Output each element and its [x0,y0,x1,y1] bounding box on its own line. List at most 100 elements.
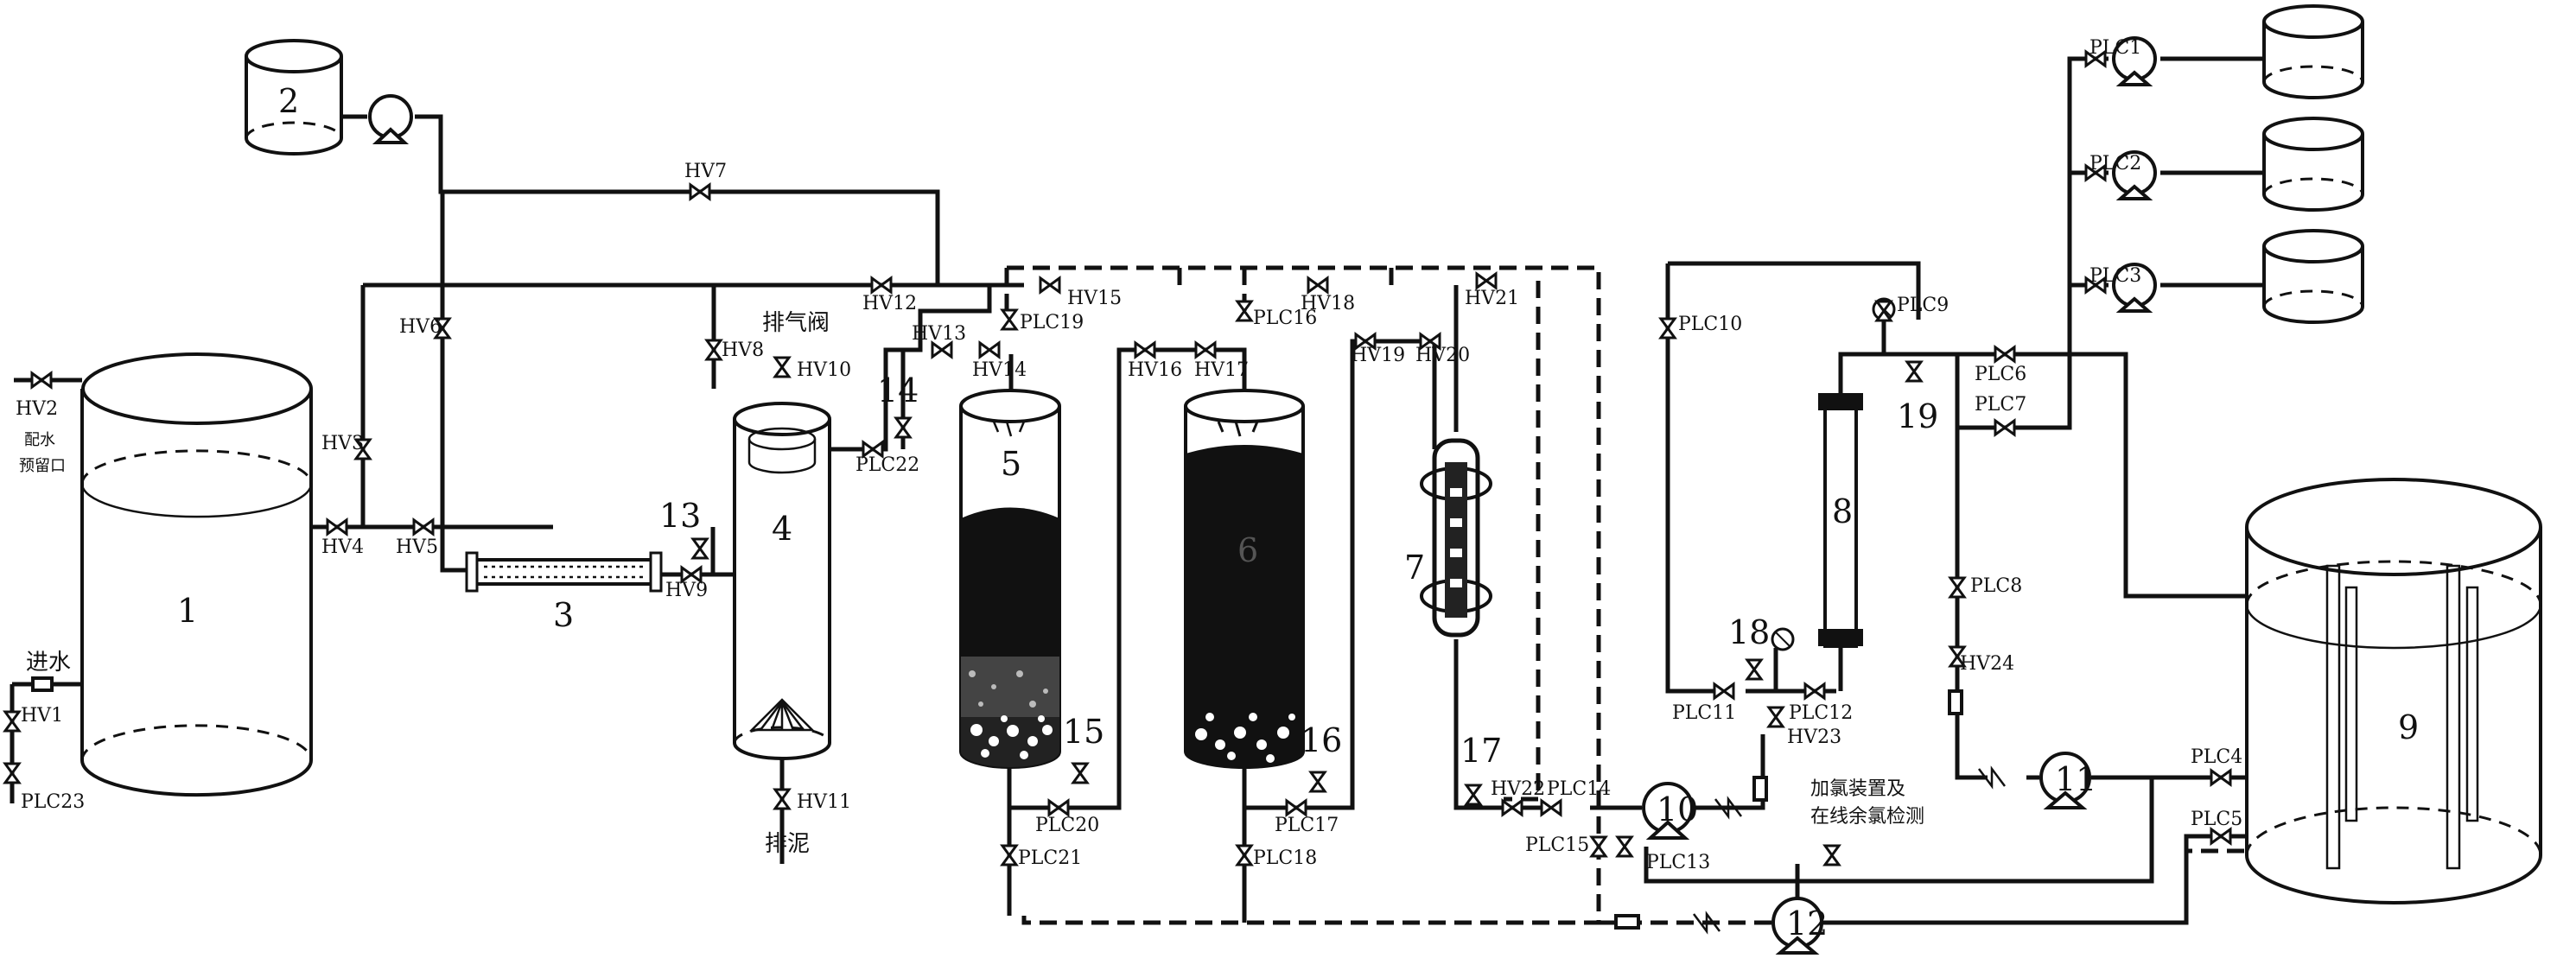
label-HV18: HV18 [1301,293,1355,314]
distribution-label-1: 配水 [24,431,55,449]
valve-symbol-S15 [1071,762,1090,784]
label-HV8: HV8 [722,340,764,361]
valve-symbol-HV13 [931,340,953,359]
valve-symbol-HV9 [680,565,703,584]
label-HV23: HV23 [1787,727,1841,748]
valve-symbol-S20 [1822,844,1841,866]
sampling-17-number: 17 [1460,732,1502,770]
distribution-label-2: 预留口 [19,457,66,475]
label-PLC20: PLC20 [1035,815,1099,836]
label-PLC15: PLC15 [1525,835,1589,856]
pump-12 [1771,897,1823,955]
valve-symbol-PLC23 [3,762,22,784]
valve-symbol-HV19 [1354,332,1377,351]
label-PLC22: PLC22 [855,454,919,476]
raw-water-tank [80,352,313,797]
valve-symbol-PLC4 [2210,768,2232,787]
valve-symbol-HV23 [1766,706,1785,728]
valve-symbol-PLC10 [1658,317,1677,340]
label-PLC7: PLC7 [1975,394,2026,416]
sampling-14-number: 14 [877,371,919,409]
label-HV2: HV2 [16,398,58,420]
pumps [368,36,2157,955]
label-HV5: HV5 [396,536,438,558]
label-HV3: HV3 [321,433,364,454]
label-HV19: HV19 [1351,345,1405,366]
sampling-16-number: 16 [1301,721,1342,759]
label-PLC4: PLC4 [2191,746,2242,768]
pump-10 [1642,782,1694,840]
valve-symbol-PLC20 [1047,798,1070,817]
inlet-water-label: 进水 [26,650,71,676]
filter-6-number: 6 [1237,531,1258,569]
label-HV4: HV4 [321,536,364,558]
chlorine-note-line-1: 加氯装置及 [1810,778,1905,800]
label-PLC1: PLC1 [2089,37,2141,59]
valve-symbol-HV1 [3,710,22,733]
reactor-4 [733,402,831,829]
label-PLC6: PLC6 [1975,364,2026,385]
vent-valve-label: 排气阀 [762,310,830,336]
sampling-18-number: 18 [1728,613,1770,651]
tank-2-number: 2 [278,82,299,120]
pump-11-number: 11 [2055,760,2096,798]
filter-5 [959,389,1061,769]
sampling-13-number: 13 [659,497,701,535]
label-PLC11: PLC11 [1672,702,1736,724]
label-PLC17: PLC17 [1275,815,1339,836]
dosing-pump-tank2 [368,94,413,144]
label-PLC12: PLC12 [1789,702,1853,724]
valve-symbol-S16 [1308,771,1327,793]
valve-symbol-PLC18 [1235,844,1254,866]
label-PLC19: PLC19 [1020,312,1084,333]
valve-symbol-PLC12 [1803,682,1826,701]
label-HV1: HV1 [21,705,63,727]
valve-symbol-PLC3 [2084,276,2107,295]
filter-5-number: 5 [1001,445,1021,483]
valve-symbol-PLC2 [2084,163,2107,182]
label-PLC8: PLC8 [1970,575,2022,597]
valve-symbol-PLC14 [1540,798,1562,817]
valve-symbol-HV16 [1134,340,1156,359]
label-HV14: HV14 [972,359,1027,381]
reagent-tank-2 [245,39,343,155]
valve-symbol-PLC13 [1615,835,1634,858]
sludge-discharge-label: 排泥 [765,831,810,857]
uv-7-number: 7 [1404,549,1425,587]
label-HV21: HV21 [1465,288,1519,309]
valve-symbol-HV8 [704,339,723,361]
valve-symbol-PLC19 [1000,308,1019,331]
mixer-3-number: 3 [553,596,574,634]
valve-symbol-HV15 [1039,276,1061,295]
membrane-8-number: 8 [1832,492,1853,530]
valve-symbol-HV20 [1419,332,1441,351]
valve-symbol-HV18 [1307,276,1329,295]
membrane-8 [1818,297,1896,648]
label-HV11: HV11 [797,791,851,813]
uv-unit-7 [1420,438,1492,638]
valve-symbol-HV22 [1501,798,1523,817]
dosing-tanks [2262,4,2364,324]
clear-water-tank-9 [2245,478,2542,904]
pump-10-number: 10 [1657,790,1698,828]
valve-symbol-HV3 [353,438,372,460]
label-PLC10: PLC10 [1678,314,1742,335]
label-HV12: HV12 [862,293,917,314]
valve-symbol-PLC6 [1994,345,2016,364]
pipe-mixer [465,551,663,593]
valve-symbol-PLC17 [1285,798,1307,817]
dosing-pump-3 [2112,263,2157,313]
label-HV9: HV9 [665,580,708,601]
valve-symbol-HV7 [689,182,711,201]
label-HV13: HV13 [912,323,966,345]
label-PLC3: PLC3 [2089,265,2141,287]
valve-symbol-HV24 [1948,645,1967,668]
valve-symbol-PLC7 [1994,418,2016,437]
valve-symbol-HV5 [412,517,435,536]
valve-symbol-PLC8 [1948,576,1967,599]
tank-9-number: 9 [2398,708,2419,746]
valve-symbol-HV4 [326,517,348,536]
valve-symbol-HV21 [1475,271,1498,290]
pump-11 [2039,752,2091,809]
label-HV10: HV10 [797,359,851,381]
